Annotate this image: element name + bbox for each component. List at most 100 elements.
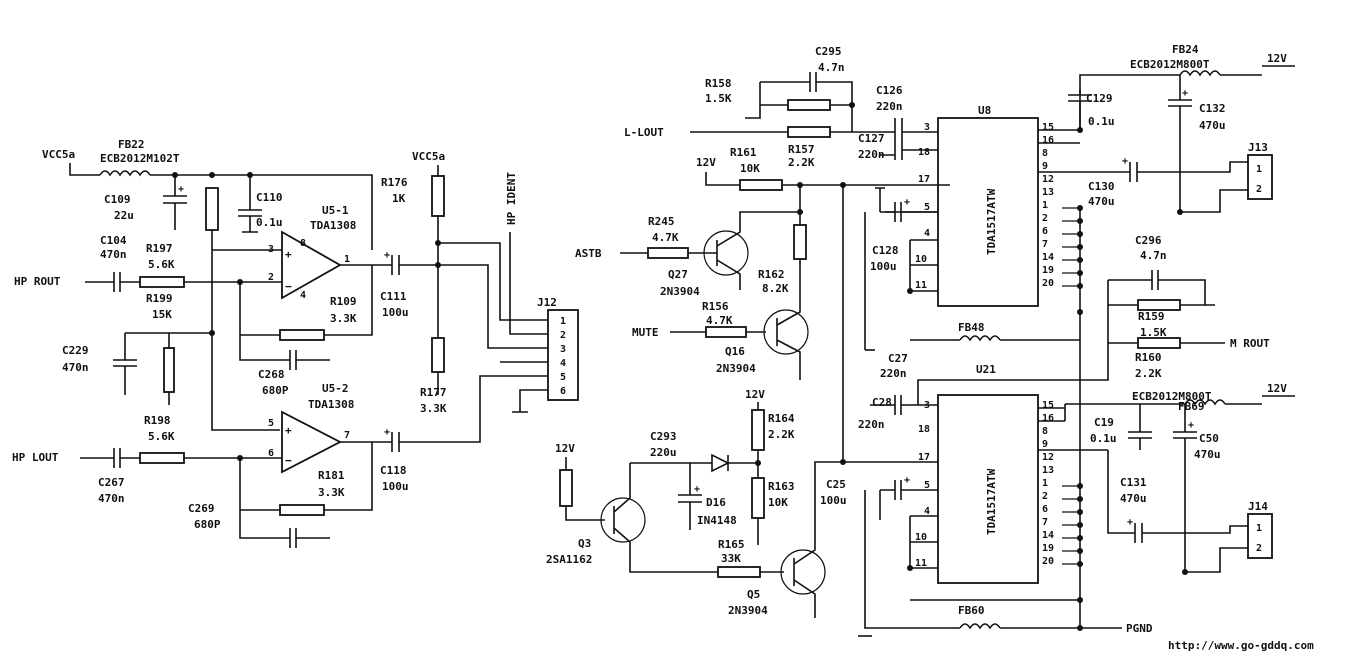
- u8-pin-6: 6: [1042, 226, 1048, 237]
- u8-pin-18: 18: [918, 147, 930, 158]
- u21-pin-12: 12: [1042, 452, 1054, 463]
- c110-ref: C110: [256, 191, 283, 204]
- c129-value: 0.1u: [1088, 115, 1115, 128]
- u8-pin-14: 14: [1042, 252, 1054, 263]
- c296-value: 4.7n: [1140, 249, 1167, 262]
- svg-text:−: −: [285, 280, 292, 293]
- c293-value: 220u: [650, 446, 677, 459]
- u5-1-pin2: 2: [268, 272, 274, 283]
- net-hp-ident: HP IDENT: [505, 172, 518, 225]
- u8-pin-5: 5: [924, 202, 930, 213]
- u8-pin-12: 12: [1042, 174, 1054, 185]
- c118-value: 100u: [382, 480, 409, 493]
- u21-pin-9: 9: [1042, 439, 1048, 450]
- r181-value: 3.3K: [318, 486, 345, 499]
- c109-ref: C109: [104, 193, 131, 206]
- c267-value: 470n: [98, 492, 125, 505]
- u21-pin-2: 2: [1042, 491, 1048, 502]
- c126-ref: C126: [876, 84, 903, 97]
- svg-text:+: +: [285, 424, 292, 437]
- c127-ref: C127: [858, 132, 885, 145]
- net-12v-c: 12V: [555, 442, 575, 455]
- c25-ref: C25: [826, 478, 846, 491]
- r157-ref: R157: [788, 143, 815, 156]
- u8-pin-4: 4: [924, 228, 930, 239]
- c295-ref: C295: [815, 45, 842, 58]
- svg-text:+: +: [285, 248, 292, 261]
- r163-value: 10K: [768, 496, 788, 509]
- svg-text:+: +: [1127, 517, 1133, 528]
- u8-pin-16: 16: [1042, 135, 1054, 146]
- c19-value: 0.1u: [1090, 432, 1117, 445]
- u8-pin-13: 13: [1042, 187, 1054, 198]
- c131-value: 470u: [1120, 492, 1147, 505]
- c111-value: 100u: [382, 306, 409, 319]
- q16-value: 2N3904: [716, 362, 756, 375]
- r158-ref: R158: [705, 77, 732, 90]
- u8-ic: [937, 117, 1039, 307]
- q27-value: 2N3904: [660, 285, 700, 298]
- c19-ref: C19: [1094, 416, 1114, 429]
- net-12v-e: 12V: [1267, 382, 1287, 395]
- q5-value: 2N3904: [728, 604, 768, 617]
- c132-value: 470u: [1199, 119, 1226, 132]
- u21-pin-15: 15: [1042, 400, 1054, 411]
- u5-1-pin1: 1: [344, 254, 350, 265]
- j14-pin1: 1: [1256, 523, 1262, 534]
- r176-ref: R176: [381, 176, 408, 189]
- u21-part: TDA1517ATW: [985, 468, 998, 535]
- u5-2-pin5: 5: [268, 418, 274, 429]
- r158-value: 1.5K: [705, 92, 732, 105]
- fb22-value: ECB2012M102T: [100, 152, 180, 165]
- u8-pin-10: 10: [915, 254, 927, 265]
- u8-pin-1: 1: [1042, 200, 1048, 211]
- r165-value: 33K: [721, 552, 741, 565]
- r164-value: 2.2K: [768, 428, 795, 441]
- d16-value: IN4148: [697, 514, 737, 527]
- q3-value: 2SA1162: [546, 553, 592, 566]
- u21-pin-11: 11: [915, 558, 927, 569]
- u8-pin-19: 19: [1042, 265, 1054, 276]
- u21-ic: [937, 394, 1039, 584]
- r159-ref: R159: [1138, 310, 1165, 323]
- c269-value: 680P: [194, 518, 221, 531]
- u21-pin-8: 8: [1042, 426, 1048, 437]
- mute-control-section: R158 1.5K C295 4.7n L-LOUT R157 2.2K 12V…: [546, 45, 950, 618]
- c267-ref: C267: [98, 476, 125, 489]
- c109-value: 22u: [114, 209, 134, 222]
- u8-pin-3: 3: [924, 122, 930, 133]
- q27-transistor: [703, 230, 749, 276]
- net-hp-lout: HP LOUT: [12, 451, 59, 464]
- u5-1-pin4: 4: [300, 290, 306, 301]
- c268-ref: C268: [258, 368, 285, 381]
- q16-ref: Q16: [725, 345, 745, 358]
- r109-value: 3.3K: [330, 312, 357, 325]
- c269-ref: C269: [188, 502, 215, 515]
- u21-pin-14: 14: [1042, 530, 1054, 541]
- svg-text:+: +: [178, 184, 184, 195]
- c132-ref: C132: [1199, 102, 1226, 115]
- r197-ref: R197: [146, 242, 173, 255]
- net-vcc5a-left: VCC5a: [42, 148, 75, 161]
- r176-value: 1K: [392, 192, 406, 205]
- net-m-rout: M ROUT: [1230, 337, 1270, 350]
- u21-pin-17: 17: [918, 452, 930, 463]
- j14-pin2: 2: [1256, 543, 1262, 554]
- net-12v-a: 12V: [696, 156, 716, 169]
- u21-pin-7: 7: [1042, 517, 1048, 528]
- u21-pin-3: 3: [924, 400, 930, 411]
- net-pgnd: PGND: [1126, 622, 1153, 635]
- u21-ref: U21: [976, 363, 996, 376]
- u21-pin-13: 13: [1042, 465, 1054, 476]
- svg-text:+: +: [384, 250, 390, 261]
- u8-pin-15: 15: [1042, 122, 1054, 133]
- fb22-ref: FB22: [118, 138, 145, 151]
- c127-value: 220n: [858, 148, 885, 161]
- net-vcc5a-mid: VCC5a: [412, 150, 445, 163]
- u5-2-pin6: 6: [268, 448, 274, 459]
- q16-transistor: [763, 309, 809, 355]
- c128-ref: C128: [872, 244, 899, 257]
- u5-2-part: TDA1308: [308, 398, 354, 411]
- q3-ref: Q3: [578, 537, 591, 550]
